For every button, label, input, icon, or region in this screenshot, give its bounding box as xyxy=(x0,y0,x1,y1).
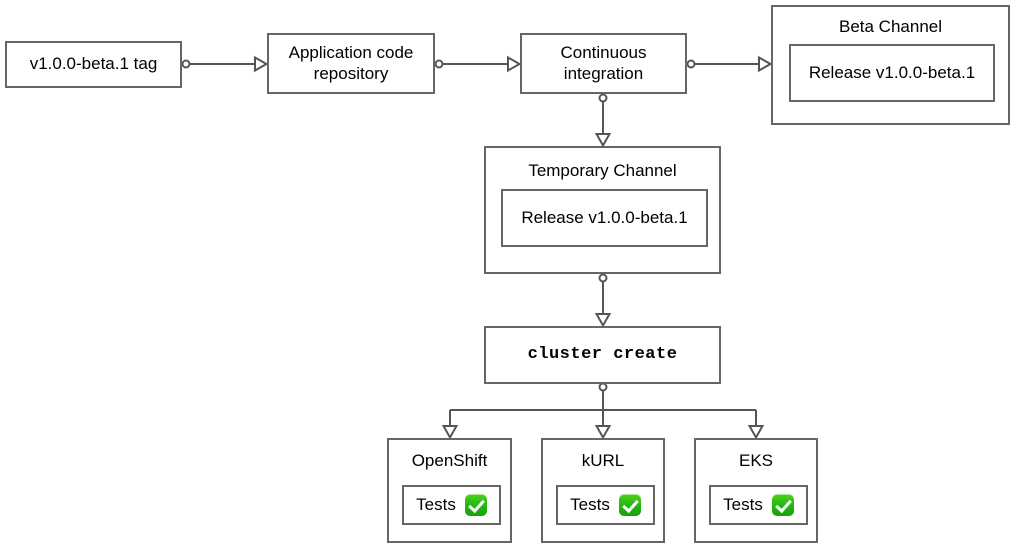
node-kurl-tests[interactable]: Tests xyxy=(556,485,655,525)
node-cluster-create-label: cluster create xyxy=(527,344,678,364)
node-openshift[interactable]: OpenShift Tests xyxy=(387,438,512,543)
node-openshift-tests[interactable]: Tests xyxy=(402,485,501,525)
node-eks[interactable]: EKS Tests xyxy=(694,438,818,543)
node-kurl-tests-label: Tests xyxy=(570,494,610,514)
node-continuous-integration[interactable]: Continuous integration xyxy=(520,33,687,94)
green-check-icon xyxy=(464,494,487,516)
node-cluster-create[interactable]: cluster create xyxy=(484,326,721,384)
node-version-tag[interactable]: v1.0.0-beta.1 tag xyxy=(5,41,182,88)
node-eks-title: EKS xyxy=(738,451,774,470)
node-kurl-title: kURL xyxy=(581,451,625,470)
node-eks-tests[interactable]: Tests xyxy=(709,485,808,525)
edge-temporary-channel-to-cluster-create xyxy=(594,273,612,328)
node-kurl[interactable]: kURL Tests xyxy=(541,438,665,543)
edge-ci-to-temporary-channel xyxy=(594,93,612,148)
node-application-code-repository[interactable]: Application code repository xyxy=(267,33,435,94)
node-beta-channel-release-label: Release v1.0.0-beta.1 xyxy=(808,62,976,82)
node-openshift-tests-label: Tests xyxy=(416,494,456,514)
green-check-icon xyxy=(618,494,641,516)
edge-ci-to-beta-channel xyxy=(686,55,773,73)
node-beta-channel[interactable]: Beta Channel Release v1.0.0-beta.1 xyxy=(771,5,1010,125)
node-openshift-title: OpenShift xyxy=(411,451,488,470)
green-check-icon xyxy=(771,494,794,516)
node-eks-tests-label: Tests xyxy=(723,494,763,514)
node-beta-channel-title: Beta Channel xyxy=(838,17,943,36)
node-continuous-integration-label: Continuous integration xyxy=(560,42,647,83)
edge-tag-to-repo xyxy=(181,55,269,73)
node-temporary-channel-release-label: Release v1.0.0-beta.1 xyxy=(521,207,688,227)
node-temporary-channel[interactable]: Temporary Channel Release v1.0.0-beta.1 xyxy=(484,146,721,274)
node-temporary-channel-release[interactable]: Release v1.0.0-beta.1 xyxy=(501,189,708,247)
node-version-tag-label: v1.0.0-beta.1 tag xyxy=(29,54,158,74)
edge-repo-to-ci xyxy=(434,55,522,73)
node-beta-channel-release[interactable]: Release v1.0.0-beta.1 xyxy=(789,44,995,102)
edge-cluster-create-to-platforms xyxy=(441,382,765,440)
node-temporary-channel-title: Temporary Channel xyxy=(528,161,677,180)
node-application-code-repository-label: Application code repository xyxy=(288,42,414,83)
